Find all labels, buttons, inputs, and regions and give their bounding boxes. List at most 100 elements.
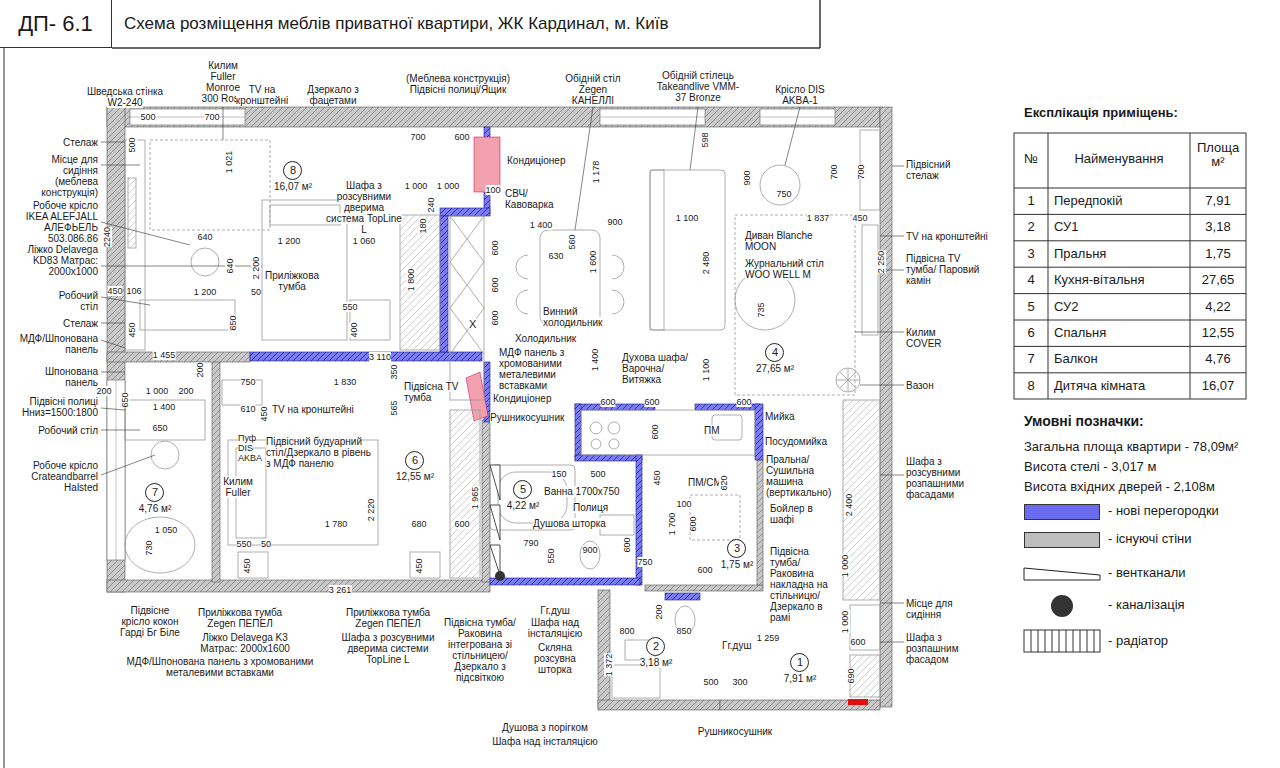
table-cell: 7 xyxy=(1027,352,1034,366)
callout-label: Стелаж xyxy=(63,318,98,329)
callout-text: Робочий стіл xyxy=(38,425,98,436)
dimension-text: 2 220 xyxy=(366,499,376,522)
callout-text: Кондиціонер xyxy=(493,393,552,404)
dimension-text: 450 xyxy=(259,406,269,421)
table-cell-text: Спальня xyxy=(1054,325,1106,340)
table-cell-text: СУ2 xyxy=(1054,299,1078,314)
callout-label: Обідній стіл Zegen КАНЕЛЛІ xyxy=(561,73,626,106)
note: Висота стелі - 3,017 м xyxy=(1024,460,1156,474)
callout-text: Шафа з розсувними дверима система TopLin… xyxy=(326,180,402,235)
dimension-text: 690 xyxy=(846,668,856,683)
dimension-label: 640 xyxy=(226,258,236,273)
dimension-text: 240 xyxy=(426,197,436,212)
callout-text: Духова шафа/Варочна/ Витяжка xyxy=(622,352,688,385)
callout-text: Приліжкова тумба Zegen ПЕПЕЛ xyxy=(346,607,430,629)
callout-label: Шафа над інсталяцією xyxy=(522,617,588,639)
dimension-text: 560 xyxy=(567,234,577,249)
callout-text: Шафа з розсувними дверима системи TopLin… xyxy=(341,632,434,665)
callout-text: Душова з порігком xyxy=(502,722,588,733)
dimension-label: 600 xyxy=(454,133,469,143)
dimension-label: 650 xyxy=(152,424,167,434)
dimension-text: 500 xyxy=(127,137,137,152)
dimension-label: 3 261 xyxy=(329,586,352,596)
callout-text: Килим Fuller xyxy=(223,476,253,498)
dimension-label: 2 480 xyxy=(702,252,712,275)
room-number: 1 xyxy=(790,653,809,672)
table-cell-text: 4,76 xyxy=(1205,351,1230,366)
table-cell-text: 2 xyxy=(1027,219,1034,234)
dimension-label: 640 xyxy=(197,233,212,243)
callout-label: Диван Blanche MOON xyxy=(745,230,835,252)
dimension-text: 2240 xyxy=(102,227,112,247)
callout-text: Робоче крісло Crateandbarrel Halsted xyxy=(31,460,98,493)
dimension-text: 600 xyxy=(736,397,751,407)
callout-label: Пуф DIS AKBA xyxy=(238,434,264,464)
dimension-text: 1 178 xyxy=(591,161,601,184)
callout-label: Бойлер в шафі xyxy=(770,503,815,525)
callout-label: Кондиціонер xyxy=(507,155,566,166)
dimension-label: 1 700 xyxy=(668,513,678,536)
dimension-label: 2 400 xyxy=(845,494,855,517)
table-head-text: № xyxy=(1024,151,1038,166)
dimension-label: 600 xyxy=(600,398,615,408)
callout-text: Журнальний стіл WOO WELL M xyxy=(745,258,824,280)
dimension-label: 1 372 xyxy=(605,654,615,677)
dimension-label: 180 xyxy=(419,218,429,233)
table-head: Найменування xyxy=(1074,152,1163,166)
dimension-text: 750 xyxy=(637,557,652,567)
dimension-text: 450 xyxy=(414,558,424,573)
dimension-text: 598 xyxy=(700,132,710,147)
callout-label: Робоче крісло IKEA ALEFJALL АЛЕФЬЕЛЬ 503… xyxy=(18,200,98,244)
notes-title: Умовні позначки: xyxy=(1024,414,1144,429)
callout-label: Підвісний стелаж xyxy=(906,159,971,181)
callout-label: Скляна розсувна шторка xyxy=(522,642,588,675)
dimension-text: 650 xyxy=(228,315,238,330)
dimension-label: 2 220 xyxy=(367,499,377,522)
legend-item: - нові перегородки xyxy=(1108,503,1219,518)
dimension-label: 700 xyxy=(857,164,867,179)
dimension-label: 150 xyxy=(551,470,566,480)
callout-label: Підвісне крісло кокон Гарді Бг Біле xyxy=(115,605,185,638)
dimension-label: 630 xyxy=(548,252,563,262)
table-cell-text: Кухня-вітальня xyxy=(1054,272,1145,287)
note-text: Висота стелі - 3,017 м xyxy=(1024,459,1156,474)
callout-label: Рушникосушник xyxy=(490,412,564,423)
dimension-label: 1 780 xyxy=(325,520,348,530)
dimension-text: 450 xyxy=(652,470,662,485)
dimension-text: 550 xyxy=(236,539,251,549)
dimension-label: 1 000 xyxy=(841,555,851,578)
dimension-label: 200 xyxy=(196,362,206,377)
dimension-text: 1 780 xyxy=(325,519,348,529)
dimension-text: 1 837 xyxy=(807,213,830,223)
room-number: 5 xyxy=(513,480,532,499)
dimension-label: 598 xyxy=(701,132,711,147)
table-cell-text: 6 xyxy=(1027,325,1034,340)
dimension-label: 240 xyxy=(427,197,437,212)
legend-item: - каналізація xyxy=(1108,597,1185,612)
legend-item: - існуючі стіни xyxy=(1108,531,1192,546)
dimension-label: 650 xyxy=(121,392,131,407)
callout-label: Шафа над інсталяцією xyxy=(485,736,605,747)
callout-label: Підвісна TV тумба xyxy=(404,381,464,403)
callout-label: Душова шторка xyxy=(533,518,606,529)
room-area: 4,22 м² xyxy=(507,500,539,511)
table-cell-text: 5 xyxy=(1027,299,1034,314)
callout-text: Підвісне крісло кокон Гарді Бг Біле xyxy=(120,605,180,638)
dimension-text: 1 060 xyxy=(353,236,376,246)
dimension-text: 300 xyxy=(732,677,747,687)
dimension-label: 2 200 xyxy=(252,257,262,280)
dimension-label: 3 110 xyxy=(369,353,391,363)
room-marker: 23,18 м² xyxy=(640,637,672,668)
dimension-text: 200 xyxy=(178,386,193,396)
dimension-label: 1 400 xyxy=(530,221,553,231)
callout-label: Місце для сидіння (меблева конструкція) xyxy=(23,154,98,198)
callout-text: Приліжкова тумба Zegen ПЕПЕЛ xyxy=(198,607,282,629)
dimension-label: 1 000 xyxy=(146,387,169,397)
dimension-label: 1 000 xyxy=(841,611,851,634)
table-title: Експлікація приміщень: xyxy=(1024,106,1178,120)
dimension-label: 730 xyxy=(145,540,155,555)
table-title-text: Експлікація приміщень: xyxy=(1024,105,1178,120)
callout-label: Мийка xyxy=(765,411,795,422)
dimension-text: 1 372 xyxy=(604,654,614,677)
dimension-text: 900 xyxy=(742,170,752,185)
